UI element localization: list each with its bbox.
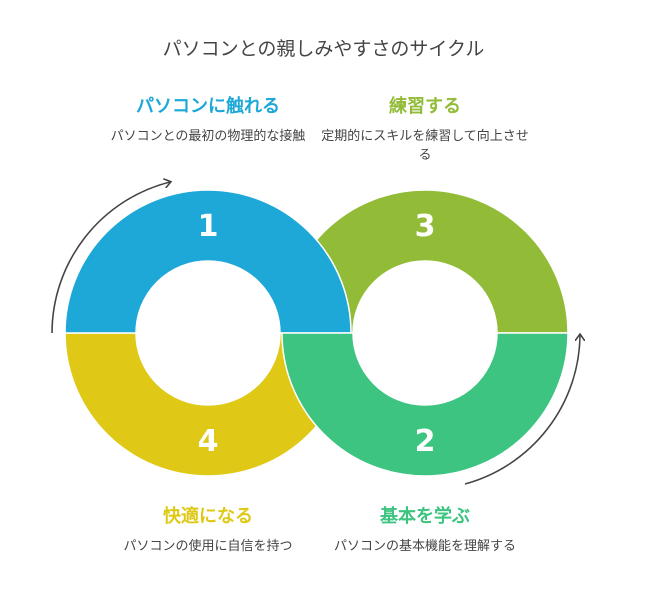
segment-3-practice [281, 189, 569, 334]
stage-3-heading: 練習する [389, 96, 461, 117]
stage-2-heading: 基本を学ぶ [380, 506, 470, 527]
stage-number-2: 2 [415, 424, 436, 459]
arrow-right-arc [464, 335, 580, 485]
stage-4-heading: 快適になる [163, 506, 253, 527]
diagram-title: パソコンとの親しみやすさのサイクル [162, 38, 485, 60]
segment-1-touch [64, 189, 352, 334]
stage-2-description: パソコンの基本機能を理解する [333, 539, 516, 554]
stage-number-1: 1 [198, 209, 219, 244]
stage-number-4: 4 [198, 424, 219, 459]
stage-3-description: 定期的にスキルを練習して向上させる [321, 129, 529, 163]
stage-1-description: パソコンとの最初の物理的な接触 [110, 129, 306, 144]
arrow-left-arc [51, 182, 170, 334]
stage-1-heading: パソコンに触れる [136, 96, 280, 117]
stage-number-3: 3 [415, 209, 436, 244]
segment-2-learn-basics [281, 332, 569, 477]
stage-4-description: パソコンの使用に自信を持つ [123, 539, 293, 554]
